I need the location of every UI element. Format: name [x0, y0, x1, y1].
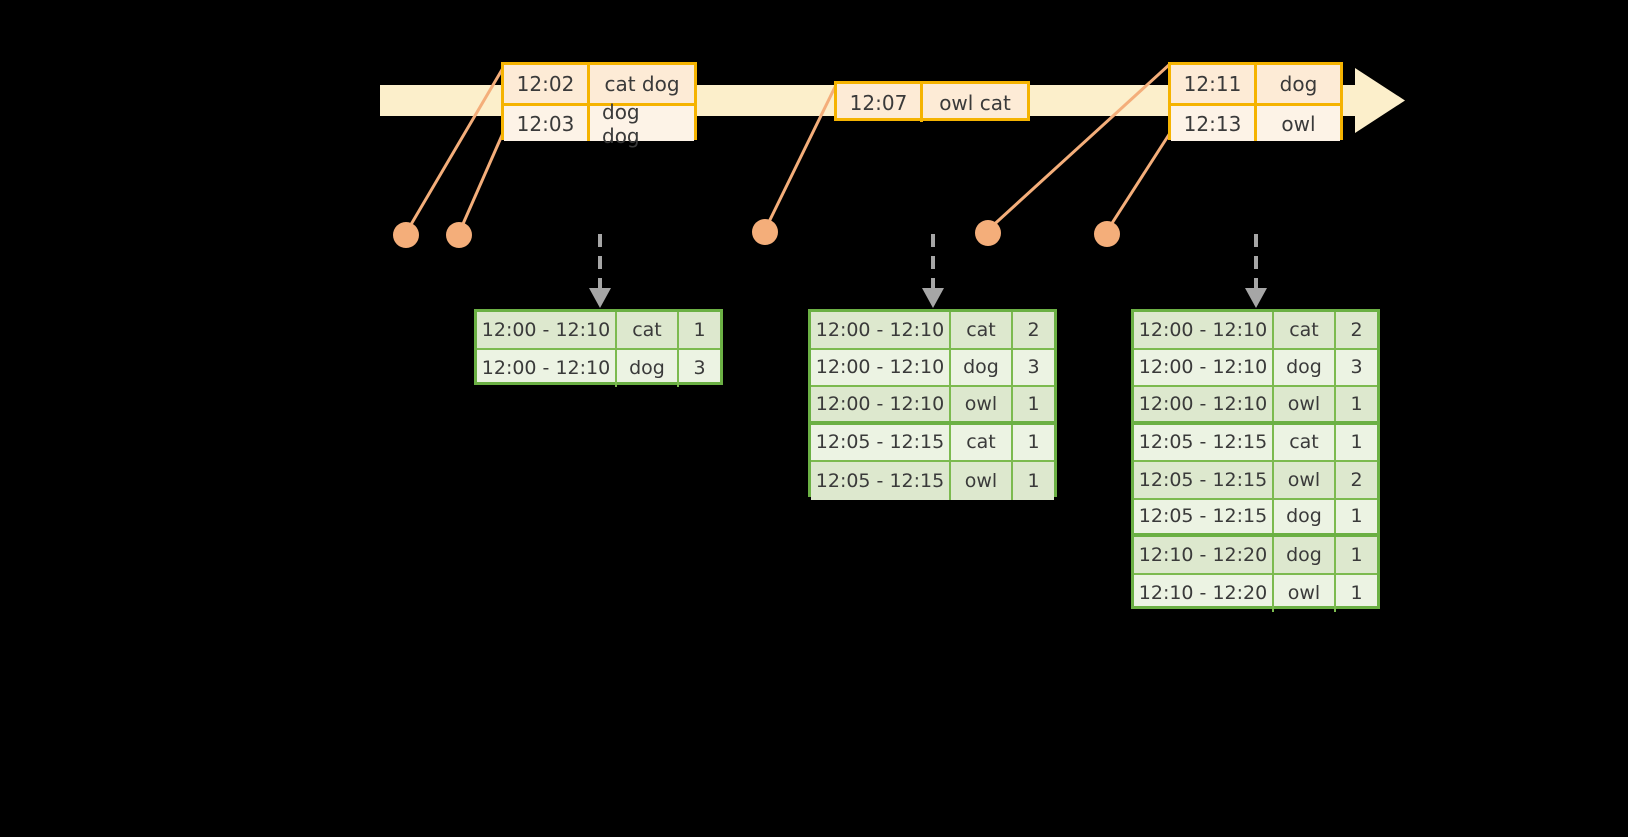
table-row: 12:05 - 12:15 owl 2	[1134, 462, 1377, 500]
table-row: 12:05 - 12:15 cat 1	[811, 424, 1054, 462]
down-arrow-2	[922, 234, 944, 308]
marker-4	[975, 220, 1001, 246]
cell-window: 12:05 - 12:15	[1134, 499, 1274, 533]
event-value: owl	[1281, 111, 1316, 136]
cell-key: dog	[1274, 537, 1336, 573]
cell-key: dog	[617, 349, 679, 387]
cell-count: 1	[1350, 543, 1363, 566]
cell-key: owl	[1274, 387, 1336, 421]
cell-window: 12:00 - 12:10	[811, 312, 951, 348]
cell-count: 1	[1350, 505, 1363, 528]
result-table-2: 12:00 - 12:10 cat 2 12:00 - 12:10 dog 3 …	[808, 309, 1057, 500]
event-value: dog	[1279, 72, 1318, 96]
table-row: 12:10 - 12:20 owl 1	[1134, 574, 1377, 612]
event-time: 12:07	[837, 84, 923, 122]
down-arrows	[589, 234, 1267, 308]
down-arrow-3	[1245, 234, 1267, 308]
event-time: 12:13	[1171, 106, 1257, 141]
cell-count: 2	[1027, 318, 1040, 341]
marker-2	[446, 222, 472, 248]
cell-window: 12:00 - 12:10	[811, 349, 951, 385]
table-row: 12:00 - 12:10 cat 1	[477, 312, 720, 350]
cell-window: 12:00 - 12:10	[477, 312, 617, 348]
cell-count: 1	[693, 318, 706, 341]
cell-window: 12:10 - 12:20	[1134, 574, 1274, 612]
event-box-group-3: 12:11 dog 12:13 owl	[1168, 62, 1343, 141]
event-value: cat dog	[604, 72, 680, 96]
cell-key: owl	[1274, 462, 1336, 498]
event-row: 12:07 owl cat	[837, 84, 1027, 122]
table-row: 12:00 - 12:10 owl 1	[811, 387, 1054, 425]
table-row: 12:00 - 12:10 dog 3	[477, 349, 720, 387]
event-row: 12:13 owl	[1171, 103, 1340, 141]
cell-window: 12:00 - 12:10	[1134, 349, 1274, 385]
result-table-1: 12:00 - 12:10 cat 1 12:00 - 12:10 dog 3	[474, 309, 723, 387]
cell-count: 1	[1027, 392, 1040, 415]
cell-key: cat	[617, 312, 679, 348]
event-value: dog dog	[602, 99, 640, 148]
cell-key: cat	[951, 312, 1013, 348]
table-row: 12:00 - 12:10 dog 3	[1134, 349, 1377, 387]
table-row: 12:00 - 12:10 dog 3	[811, 349, 1054, 387]
cell-count: 2	[1350, 468, 1363, 491]
cell-count: 3	[1350, 356, 1363, 379]
cell-key: dog	[1274, 499, 1336, 533]
marker-3	[752, 219, 778, 245]
table-row: 12:05 - 12:15 owl 1	[811, 462, 1054, 500]
cell-window: 12:05 - 12:15	[1134, 462, 1274, 498]
marker-dots	[393, 219, 1120, 248]
cell-count: 1	[1027, 431, 1040, 454]
cell-key: owl	[1274, 574, 1336, 612]
cell-count: 1	[1027, 469, 1040, 492]
marker-5	[1094, 221, 1120, 247]
event-row: 12:03 dog dog	[504, 99, 694, 148]
cell-window: 12:00 - 12:10	[811, 387, 951, 421]
cell-key: cat	[951, 424, 1013, 460]
table-row: 12:10 - 12:20 dog 1	[1134, 537, 1377, 575]
event-time: 12:02	[504, 65, 590, 103]
cell-key: owl	[951, 462, 1013, 500]
cell-count: 3	[1027, 356, 1040, 379]
table-row: 12:00 - 12:10 cat 2	[1134, 312, 1377, 350]
cell-count: 1	[1350, 392, 1363, 415]
table-row: 12:00 - 12:10 owl 1	[1134, 387, 1377, 425]
table-row: 12:05 - 12:15 cat 1	[1134, 424, 1377, 462]
cell-window: 12:05 - 12:15	[1134, 424, 1274, 460]
result-table-3: 12:00 - 12:10 cat 2 12:00 - 12:10 dog 3 …	[1131, 309, 1380, 612]
cell-key: dog	[1274, 349, 1336, 385]
cell-key: owl	[951, 387, 1013, 421]
cell-count: 1	[1350, 431, 1363, 454]
cell-window: 12:00 - 12:10	[477, 349, 617, 387]
table-row: 12:05 - 12:15 dog 1	[1134, 499, 1377, 537]
event-row: 12:11 dog	[1171, 65, 1340, 103]
cell-window: 12:05 - 12:15	[811, 424, 951, 460]
event-row: 12:02 cat dog	[504, 65, 694, 103]
cell-window: 12:00 - 12:10	[1134, 312, 1274, 348]
cell-count: 1	[1350, 582, 1363, 605]
down-arrow-1	[589, 234, 611, 308]
event-box-group-2: 12:07 owl cat	[834, 81, 1030, 122]
table-row: 12:00 - 12:10 cat 2	[811, 312, 1054, 350]
cell-window: 12:00 - 12:10	[1134, 387, 1274, 421]
marker-1	[393, 222, 419, 248]
cell-key: cat	[1274, 312, 1336, 348]
cell-window: 12:05 - 12:15	[811, 462, 951, 500]
cell-window: 12:10 - 12:20	[1134, 537, 1274, 573]
event-box-group-1: 12:02 cat dog 12:03 dog dog	[501, 62, 697, 148]
event-time: 12:03	[504, 106, 590, 141]
cell-count: 3	[693, 357, 706, 380]
cell-key: cat	[1274, 424, 1336, 460]
cell-count: 2	[1350, 318, 1363, 341]
event-time: 12:11	[1171, 65, 1257, 103]
event-value: owl cat	[939, 91, 1011, 115]
cell-key: dog	[951, 349, 1013, 385]
